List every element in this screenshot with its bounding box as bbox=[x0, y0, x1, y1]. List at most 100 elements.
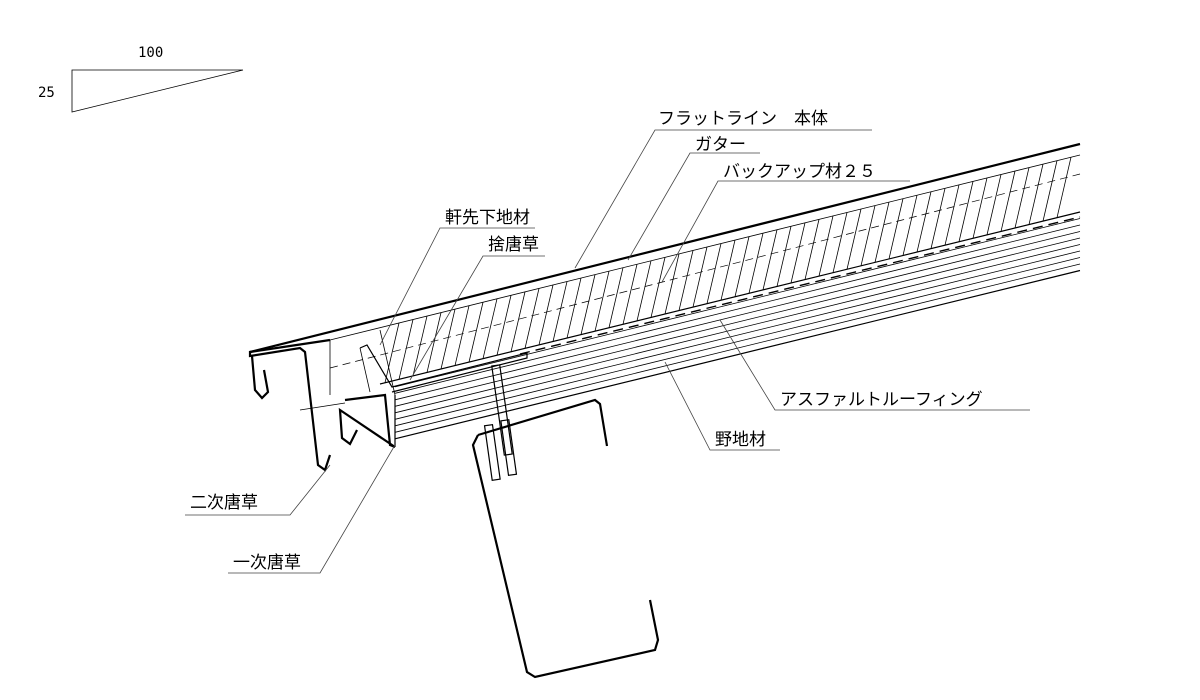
hatch-line bbox=[986, 174, 1002, 235]
sheathing-line bbox=[394, 237, 1081, 407]
sheathing-line bbox=[394, 244, 1081, 414]
hatch-line bbox=[874, 202, 890, 263]
hatch-line bbox=[776, 226, 792, 287]
hatch-line bbox=[972, 177, 988, 239]
hatch-line bbox=[958, 181, 974, 242]
leader-sute-karakusa bbox=[409, 255, 545, 381]
label-asphalt-roofing: アスファルトルーフィング bbox=[780, 390, 983, 410]
bracket-top bbox=[477, 398, 609, 447]
sheathing-line bbox=[394, 218, 1081, 388]
sheathing-line bbox=[394, 257, 1081, 427]
asphalt-roofing-line bbox=[519, 216, 1081, 355]
screws bbox=[483, 364, 518, 481]
leader-lines bbox=[185, 129, 1030, 574]
hatch-line bbox=[384, 322, 400, 383]
eave-base-bottom bbox=[299, 402, 346, 411]
hatch-line bbox=[1014, 167, 1030, 229]
sheathing-lines bbox=[394, 218, 1081, 440]
label-primary-karakusa: 一次唐草 bbox=[233, 552, 301, 573]
hatch-line bbox=[790, 222, 806, 284]
bracket-body bbox=[471, 434, 660, 679]
secondary-karakusa-hook bbox=[250, 355, 270, 400]
label-backup: バックアップ材２５ bbox=[723, 162, 876, 182]
hatch-line bbox=[412, 315, 428, 376]
screw-icon bbox=[483, 424, 501, 481]
hatch-line bbox=[636, 260, 652, 321]
sute-karakusa bbox=[359, 344, 528, 393]
leader-gutter bbox=[627, 152, 760, 261]
hatch-line bbox=[622, 264, 638, 325]
roof-section bbox=[248, 142, 1081, 679]
leader-backup bbox=[661, 180, 910, 283]
label-secondary-karakusa: 二次唐草 bbox=[190, 492, 258, 513]
hatch-line bbox=[692, 246, 708, 308]
hatch-line bbox=[650, 257, 666, 318]
hatch-line bbox=[916, 191, 932, 253]
hatch-line bbox=[846, 208, 862, 270]
hatch-line bbox=[832, 212, 848, 273]
hatch-line bbox=[496, 295, 512, 356]
hatch-line bbox=[608, 267, 624, 328]
hatch-line bbox=[902, 195, 918, 256]
hatch-line bbox=[1056, 157, 1072, 218]
callout-labels: フラットライン 本体 ガター バックアップ材２５ 軒先下地材 捨唐草 アスファル… bbox=[190, 109, 983, 573]
gutter-top-line bbox=[329, 154, 1081, 341]
slope-run-label: 100 bbox=[138, 45, 163, 61]
secondary-karakusa bbox=[248, 338, 332, 472]
slope-indicator: 100 25 bbox=[38, 45, 244, 113]
sute-karakusa-leg bbox=[359, 347, 371, 393]
leader-secondary bbox=[185, 464, 331, 516]
hatch-line bbox=[1000, 170, 1016, 232]
sheathing-line bbox=[394, 269, 1081, 440]
hatch-line bbox=[594, 271, 610, 332]
hatch-line bbox=[1042, 160, 1058, 222]
sheathing-line bbox=[394, 224, 1081, 394]
hatch-line bbox=[440, 309, 456, 370]
hatch-line bbox=[720, 239, 736, 301]
hatch-line bbox=[888, 198, 904, 260]
primary-karakusa bbox=[338, 393, 396, 449]
hatch-line bbox=[398, 319, 414, 380]
leader-primary bbox=[228, 444, 396, 574]
flatline-body-top bbox=[249, 142, 1081, 354]
backup-centerline bbox=[329, 173, 1081, 369]
leader-eave-base bbox=[379, 227, 535, 346]
leader-asphalt bbox=[719, 319, 1030, 411]
slope-rise-label: 25 bbox=[38, 85, 55, 101]
label-eave-base: 軒先下地材 bbox=[445, 208, 530, 228]
hatch-line bbox=[566, 277, 582, 339]
slope-triangle bbox=[71, 69, 244, 113]
hatch-line bbox=[580, 274, 596, 335]
hatch-line bbox=[762, 229, 778, 290]
screw-icon bbox=[500, 419, 518, 476]
backup-bottom-line bbox=[379, 211, 1081, 385]
sheathing-line bbox=[394, 231, 1081, 401]
hatch-line bbox=[706, 243, 722, 304]
screw-icon bbox=[491, 364, 513, 456]
label-sute-karakusa: 捨唐草 bbox=[488, 234, 539, 255]
hatch-line bbox=[454, 305, 470, 366]
leader-sheathing bbox=[664, 361, 780, 451]
label-sheathing: 野地材 bbox=[715, 430, 766, 450]
hatch-line bbox=[426, 312, 442, 373]
hatch-line bbox=[678, 250, 694, 311]
label-gutter: ガター bbox=[695, 135, 746, 155]
hatch-line bbox=[510, 291, 526, 352]
hatch-line bbox=[818, 215, 834, 277]
hatch-line bbox=[538, 284, 554, 346]
hatch-line bbox=[748, 233, 764, 294]
hatch-line bbox=[482, 298, 498, 359]
hatch-line bbox=[944, 184, 960, 246]
sheathing-line bbox=[394, 250, 1081, 420]
label-flatline-body: フラットライン 本体 bbox=[658, 109, 828, 129]
hatch-line bbox=[524, 288, 540, 349]
hatch-line bbox=[734, 236, 750, 297]
leader-body bbox=[574, 129, 872, 269]
backup-hatching bbox=[384, 157, 1072, 383]
hatch-line bbox=[804, 219, 820, 280]
hatch-line bbox=[860, 205, 876, 266]
hatch-line bbox=[1028, 164, 1044, 225]
hatch-line bbox=[664, 253, 680, 315]
